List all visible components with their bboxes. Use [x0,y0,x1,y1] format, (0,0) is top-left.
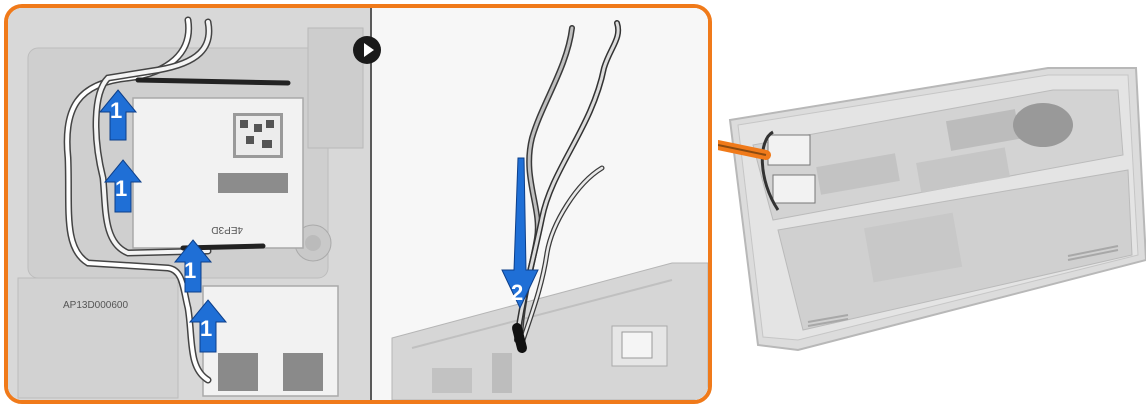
callout-number: 1 [115,176,127,201]
step-1-illustration: 4EP3D AP13D000600 1 [8,8,370,400]
callout-number: 2 [511,280,523,305]
wlan-card-location [768,135,810,165]
wwan-card-location [773,175,815,203]
chassis-label: AP13D000600 [63,300,128,311]
callout-number: 1 [184,258,196,283]
wlan-card-model: 4EP3D [211,224,243,235]
play-icon [353,36,381,64]
laptop-base-illustration [718,60,1146,360]
laptop-overview [718,60,1146,360]
step-2-panel: 2 [372,8,708,400]
step-2-illustration: 2 [372,8,708,400]
wwan-card [203,286,338,396]
callout-number: 1 [200,316,212,341]
wlan-card: 4EP3D [133,98,303,248]
step-1-panel: 4EP3D AP13D000600 1 [8,8,370,400]
callout-number: 1 [110,98,122,123]
instruction-frame: 4EP3D AP13D000600 1 [4,4,712,404]
